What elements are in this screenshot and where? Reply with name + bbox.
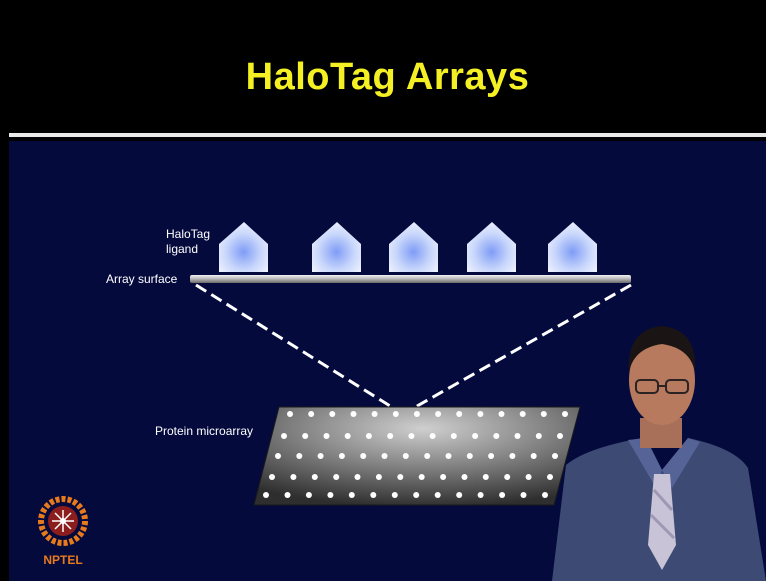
microarray-spot: [311, 474, 318, 480]
microarray-spot: [284, 492, 291, 498]
microarray-spot: [429, 433, 436, 439]
title-bar: HaloTag Arrays: [9, 12, 766, 130]
microarray-spot: [360, 453, 367, 459]
microarray-spot: [391, 492, 398, 498]
microarray-spot: [397, 474, 404, 480]
microarray-spot: [408, 433, 415, 439]
microarray-spot: [499, 492, 506, 498]
microarray-spot: [509, 453, 516, 459]
ligand-shape-2: [312, 222, 361, 272]
presenter-tie-stripe: [652, 488, 674, 512]
microarray-spot: [456, 411, 463, 417]
microarray-spot: [547, 474, 553, 480]
microarray-spot: [281, 433, 287, 439]
microarray-spot: [477, 492, 484, 498]
protein-microarray-label: Protein microarray: [155, 424, 254, 438]
microarray-spot: [488, 453, 495, 459]
microarray-spot: [333, 474, 340, 480]
microarray-spot: [450, 433, 457, 439]
microarray-spot: [440, 474, 447, 480]
array-surface-bar: [190, 275, 631, 283]
microarray-spot: [290, 474, 297, 480]
microarray-spot: [375, 474, 382, 480]
microarray-spot: [424, 453, 431, 459]
microarray-spot: [323, 433, 330, 439]
ligand-shape-3: [389, 222, 438, 272]
microarray-spot: [287, 411, 293, 417]
title-divider: [9, 133, 766, 137]
microarray-spot: [456, 492, 463, 498]
microarray-spot: [520, 492, 527, 498]
microarray-spot: [370, 492, 377, 498]
nptel-emblem: [38, 496, 88, 546]
array-surface-label: Array surface: [106, 272, 178, 286]
microarray-spot: [413, 411, 420, 417]
microarray-spot: [466, 453, 473, 459]
microarray-spot: [514, 433, 521, 439]
microarray-spot: [472, 433, 479, 439]
microarray-spot: [296, 453, 303, 459]
presenter-figure: [552, 326, 766, 581]
microarray-spot: [435, 411, 442, 417]
microarray-spot: [504, 474, 511, 480]
microarray-spot: [381, 453, 388, 459]
microarray-spot: [329, 411, 336, 417]
microarray-spot: [418, 474, 425, 480]
microarray-spot: [540, 411, 547, 417]
microarray-spot: [461, 474, 468, 480]
microarray-spot: [269, 474, 275, 480]
projection-line-right: [402, 283, 632, 416]
ligand-pentagons: [219, 222, 597, 272]
microarray-spot: [530, 453, 537, 459]
microarray-spot: [348, 492, 355, 498]
microarray-spot: [344, 433, 351, 439]
microarray-spot: [317, 453, 324, 459]
microarray-spot: [434, 492, 441, 498]
presenter-collar: [628, 438, 700, 488]
microarray-spot: [542, 492, 548, 498]
microarray-spot: [402, 453, 409, 459]
microarray-spot: [302, 433, 309, 439]
presenter-tie: [648, 474, 676, 570]
microarray-spot: [519, 411, 526, 417]
microarray-spot: [535, 433, 542, 439]
microarray-spot: [525, 474, 532, 480]
microarray-spot: [482, 474, 489, 480]
microarray-spot: [562, 411, 568, 417]
microarray-spot: [387, 433, 394, 439]
microarray-spot: [305, 492, 312, 498]
microarray-spot: [413, 492, 420, 498]
slide-title: HaloTag Arrays: [245, 56, 530, 98]
microarray-spot: [557, 433, 563, 439]
microarray-spot: [371, 411, 378, 417]
microarray-spot: [338, 453, 345, 459]
microarray-spot: [392, 411, 399, 417]
microarray-spot: [263, 492, 269, 498]
ligand-shape-5: [548, 222, 597, 272]
protein-microarray-plate: [253, 406, 581, 506]
microarray-spot: [365, 433, 372, 439]
microarray-spot: [445, 453, 452, 459]
microarray-spots: [263, 411, 568, 498]
microarray-spot: [308, 411, 315, 417]
presenter-tie-stripe: [649, 513, 676, 540]
microarray-spot: [350, 411, 357, 417]
nptel-logo: NPTEL: [36, 490, 90, 570]
ligand-shape-1: [219, 222, 268, 272]
presenter-hair: [628, 326, 696, 372]
microarray-spot: [275, 453, 281, 459]
microarray-spot: [477, 411, 484, 417]
presenter-head: [629, 335, 695, 425]
halotag-ligand-label: HaloTag ligand: [166, 227, 211, 256]
microarray-spot: [552, 453, 558, 459]
projection-line-left: [195, 283, 404, 416]
ligand-shape-4: [467, 222, 516, 272]
nptel-logo-text: NPTEL: [43, 553, 83, 567]
microarray-spot: [327, 492, 334, 498]
microarray-spot: [493, 433, 500, 439]
microarray-spot: [498, 411, 505, 417]
microarray-spot: [354, 474, 361, 480]
